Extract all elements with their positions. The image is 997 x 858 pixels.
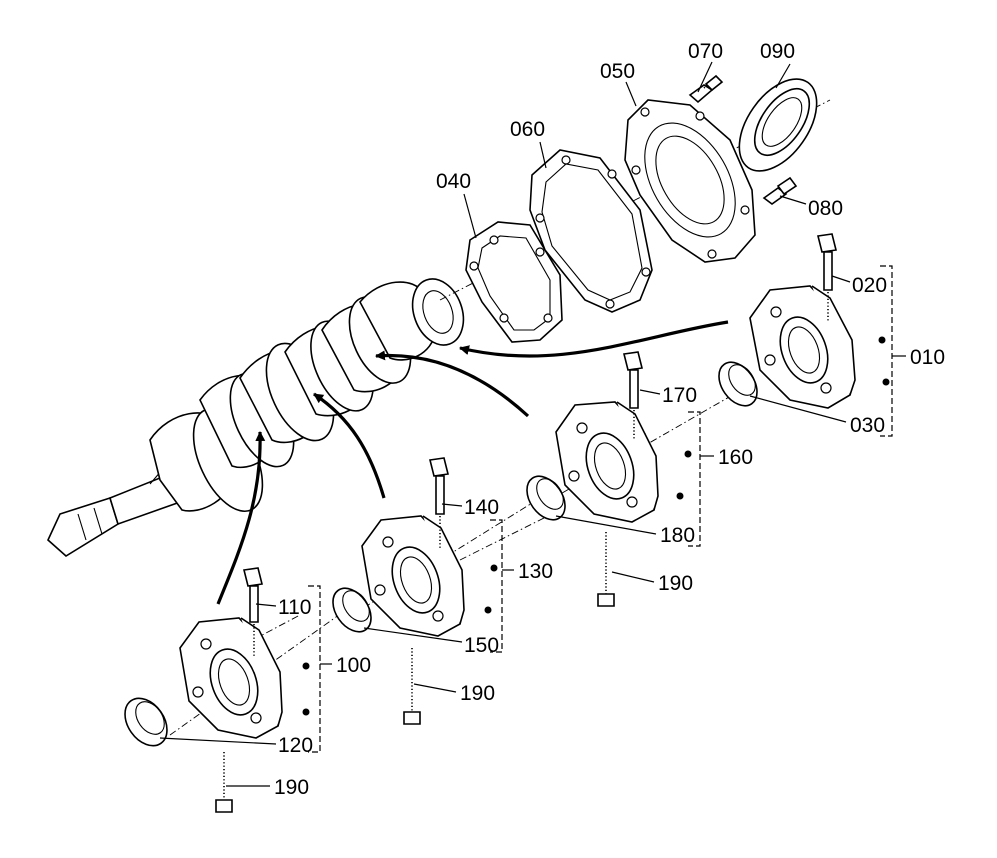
label-190-c: 190 — [658, 572, 693, 595]
assembly-arrows — [216, 320, 729, 605]
bolt-070 — [688, 74, 724, 104]
bracket-dots — [302, 336, 890, 716]
label-020: 020 — [852, 274, 887, 297]
housing-050 — [624, 99, 756, 263]
label-190-b: 190 — [460, 682, 495, 705]
label-130: 130 — [518, 560, 553, 583]
label-120: 120 — [278, 734, 313, 757]
bearing-030 — [718, 361, 758, 407]
bearing-180 — [526, 475, 566, 521]
label-160: 160 — [718, 446, 753, 469]
oil-seal-090 — [738, 78, 818, 172]
bolt-110 — [243, 567, 263, 656]
bolt-190-b — [403, 648, 421, 725]
label-170: 170 — [662, 384, 697, 407]
gasket-040 — [465, 221, 563, 343]
bearing-case-010 — [749, 285, 856, 409]
label-030: 030 — [850, 414, 885, 437]
bolt-190-c — [597, 532, 615, 607]
bearing-case-130 — [361, 515, 465, 637]
label-040: 040 — [436, 170, 471, 193]
label-180: 180 — [660, 524, 695, 547]
label-190-a: 190 — [274, 776, 309, 799]
bolt-190-a — [215, 752, 233, 813]
label-110: 110 — [278, 596, 311, 619]
label-100: 100 — [336, 654, 371, 677]
crankshaft — [47, 278, 465, 557]
label-070: 070 — [688, 40, 723, 63]
bearing-case-160 — [555, 401, 659, 523]
bearing-150 — [332, 587, 372, 633]
label-080: 080 — [808, 197, 843, 220]
bearing-120 — [124, 697, 168, 747]
label-140: 140 — [464, 496, 499, 519]
part-labels: 070 090 050 060 040 080 020 010 030 170 … — [274, 40, 945, 799]
label-060: 060 — [510, 118, 545, 141]
bearing-case-100 — [179, 617, 283, 739]
bolt-170 — [623, 351, 643, 440]
label-090: 090 — [760, 40, 795, 63]
bolt-080 — [762, 176, 798, 205]
label-010: 010 — [910, 346, 945, 369]
label-050: 050 — [600, 60, 635, 83]
leader-lines — [159, 61, 906, 787]
label-150: 150 — [464, 634, 499, 657]
bolt-020 — [817, 233, 837, 322]
gasket-060 — [529, 149, 653, 313]
